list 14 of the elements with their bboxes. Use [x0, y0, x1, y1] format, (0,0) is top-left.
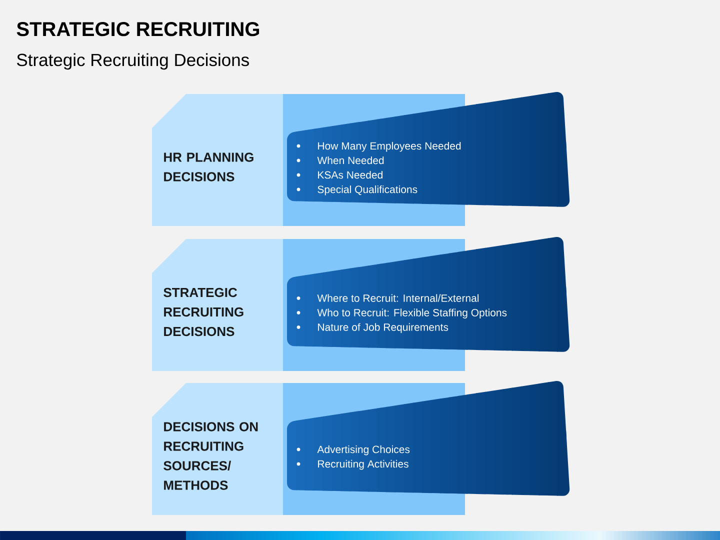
list-item: Where to Recruit: Internal/External: [317, 294, 479, 302]
list-item: Nature of Job Requirements: [318, 323, 448, 333]
list-item: Special Qualifications: [318, 185, 418, 196]
heading-panel: STRATEGIC RECRUITING DECISIONS: [152, 239, 283, 371]
subtitle: Strategic Recruiting Decisions: [17, 53, 249, 70]
heading-panel: DECISIONS ON RECRUITING SOURCES/ METHODS: [152, 383, 283, 515]
title: STRATEGIC RECRUITING: [16, 22, 260, 36]
list-item: How Many Employees Needed: [318, 142, 461, 152]
list-item: When Needed: [317, 156, 384, 164]
list-item: Advertising Choices: [317, 445, 410, 456]
list-item: Recruiting Activities: [318, 460, 408, 470]
list-item: KSAs Needed: [318, 170, 382, 179]
heading-panel: HR PLANNING DECISIONS: [152, 94, 283, 226]
list-item: Who to Recruit: Flexible Staffing Options: [317, 308, 507, 318]
